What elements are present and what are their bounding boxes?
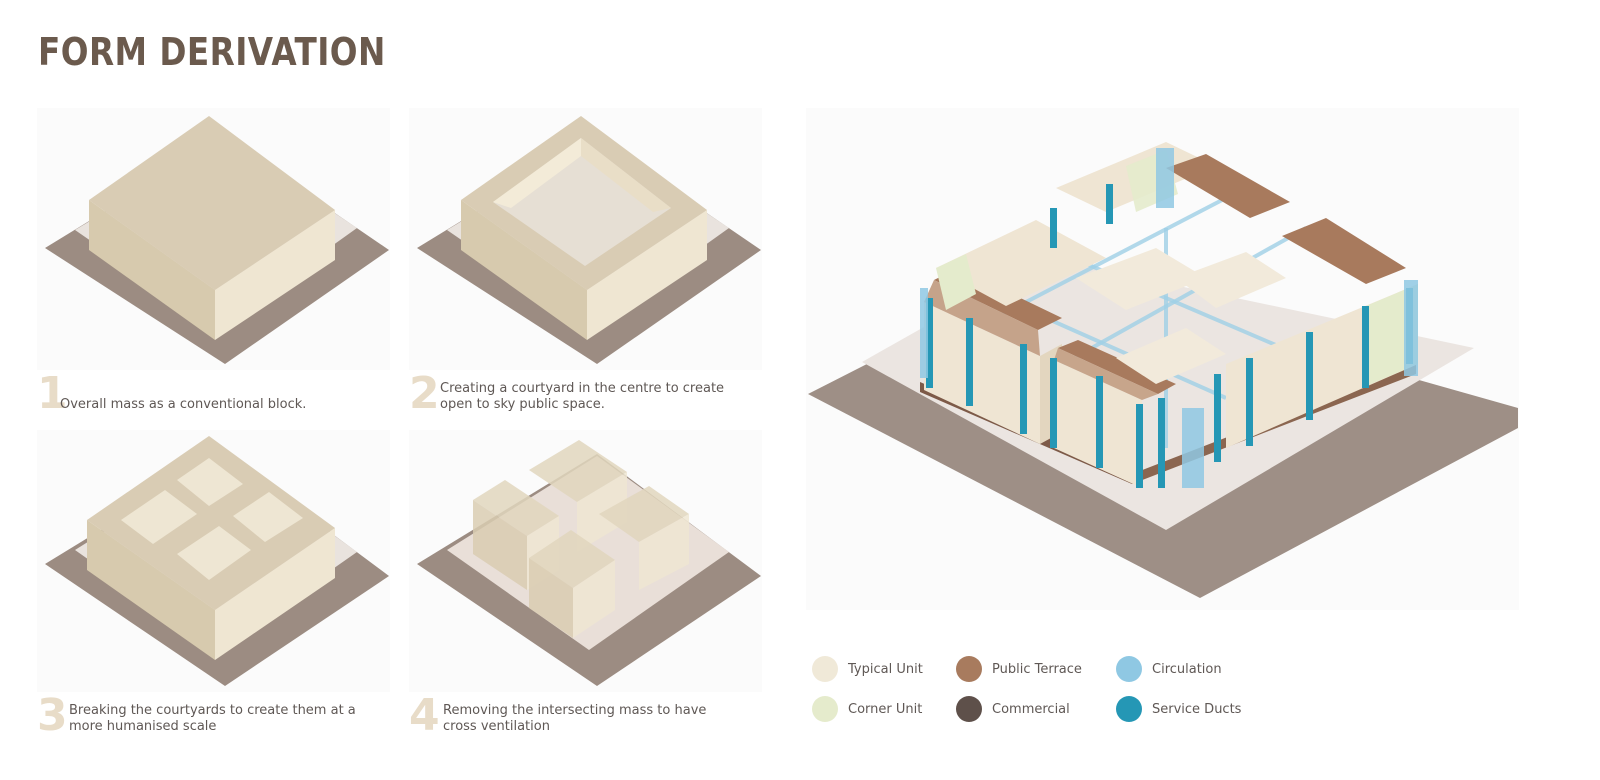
- step-2-number: 2: [409, 368, 440, 419]
- typical-unit-block: [924, 302, 1040, 444]
- circulation-cores: [920, 148, 1418, 488]
- step-1-number: 1: [37, 368, 68, 419]
- step-3-number: 3: [37, 690, 68, 741]
- legend-commercial: Commercial: [956, 696, 1070, 722]
- courtyard: [233, 492, 303, 542]
- circulation-swatch: [1116, 656, 1142, 682]
- service-ducts: [926, 184, 1413, 488]
- typical-unit-block: [1176, 252, 1286, 308]
- legend-typical-unit: Typical Unit: [812, 656, 923, 682]
- courtyard: [177, 458, 243, 506]
- legend-public-terrace: Public Terrace: [956, 656, 1082, 682]
- service-ducts-swatch: [1116, 696, 1142, 722]
- courtyard: [177, 526, 251, 580]
- split-blocks: [473, 440, 689, 638]
- corner-unit-swatch: [812, 696, 838, 722]
- step-3-caption: Breaking the courtyards to create them a…: [69, 703, 356, 734]
- typical-unit-block: [1116, 328, 1226, 384]
- public-terrace: [1282, 218, 1406, 284]
- public-terrace-swatch: [956, 656, 982, 682]
- step-2-diagram: [409, 108, 762, 370]
- step-3-diagram: [37, 430, 390, 692]
- typical-unit-swatch: [812, 656, 838, 682]
- public-terrace: [1166, 154, 1290, 218]
- block-left-face: [89, 200, 215, 340]
- public-terrace: [1058, 340, 1176, 394]
- block-top: [89, 116, 335, 290]
- step-4-number: 4: [409, 690, 440, 741]
- step-4-caption: Removing the intersecting mass to have c…: [443, 703, 707, 734]
- corner-unit: [936, 254, 976, 310]
- legend-circulation: Circulation: [1116, 656, 1222, 682]
- typical-unit-block: [936, 220, 1106, 306]
- page-title: FORM DERIVATION: [38, 30, 386, 74]
- legend-corner-unit: Corner Unit: [812, 696, 922, 722]
- step-1-caption: Overall mass as a conventional block.: [60, 397, 307, 412]
- commercial-swatch: [956, 696, 982, 722]
- step-2-caption: Creating a courtyard in the centre to cr…: [440, 381, 725, 412]
- step-4-diagram: [409, 430, 762, 692]
- step-1-diagram: [37, 108, 390, 370]
- typical-unit-block: [1076, 248, 1206, 310]
- courtyard: [121, 490, 197, 544]
- block-right-face: [215, 210, 335, 340]
- legend-service-ducts: Service Ducts: [1116, 696, 1241, 722]
- isometric-render: [806, 108, 1519, 610]
